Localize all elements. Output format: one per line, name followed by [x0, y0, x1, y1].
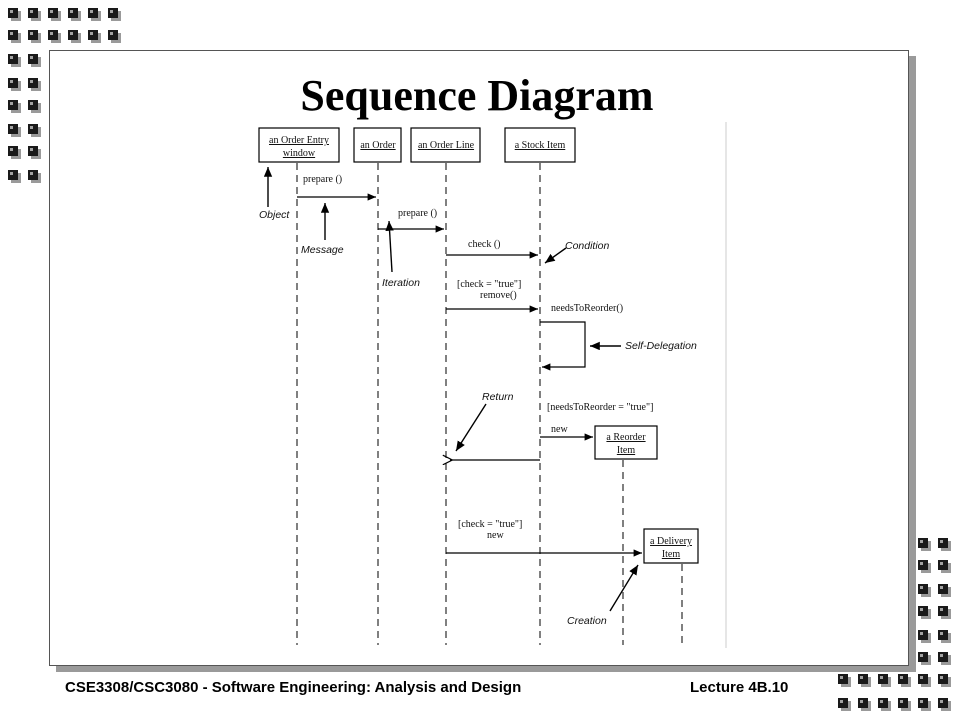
object-order-line: an Order Line — [410, 127, 481, 163]
footer-lecture: Lecture 4B.10 — [690, 679, 789, 696]
message-arrows — [297, 193, 642, 557]
object-label: a Stock Item — [515, 140, 566, 151]
object-label: Item — [662, 549, 681, 560]
object-label: a Delivery — [650, 536, 692, 547]
footer-course: CSE3308/CSC3080 - Software Engineering: … — [65, 679, 522, 696]
object-label: an Order Line — [418, 140, 475, 151]
object-label: a Reorder — [606, 432, 646, 443]
annotation-return: Return — [482, 391, 514, 403]
message-label: check () — [468, 239, 500, 250]
annotation-arrows — [263, 167, 639, 612]
object-label: window — [283, 148, 316, 159]
annotation-self-delegation: Self-Delegation — [625, 340, 697, 352]
annotation-creation: Creation — [567, 615, 607, 627]
message-label: [check = "true"] — [457, 279, 521, 290]
message-label: prepare () — [398, 208, 437, 219]
message-label: needsToReorder() — [551, 303, 623, 314]
message-label: [needsToReorder = "true"] — [547, 402, 653, 413]
message-label: prepare () — [303, 174, 342, 185]
object-order-entry-window: an Order Entry window — [258, 127, 340, 163]
message-label: new — [487, 530, 504, 541]
object-stock-item: a Stock Item — [504, 127, 576, 163]
message-label: remove() — [480, 290, 517, 301]
message-label: [check = "true"] — [458, 519, 522, 530]
object-reorder-item: a Reorder Item — [594, 425, 658, 460]
slide-title: Sequence Diagram — [300, 71, 654, 120]
lifelines — [296, 163, 683, 645]
object-order: an Order — [353, 127, 402, 163]
message-label: new — [551, 424, 568, 435]
annotation-object: Object — [259, 209, 290, 221]
object-label: an Order — [360, 140, 396, 151]
annotation-message: Message — [301, 244, 344, 256]
annotation-condition: Condition — [565, 240, 610, 252]
annotation-iteration: Iteration — [382, 277, 420, 289]
object-label: an Order Entry — [269, 135, 329, 146]
object-label: Item — [617, 445, 636, 456]
object-delivery-item: a Delivery Item — [643, 528, 699, 564]
